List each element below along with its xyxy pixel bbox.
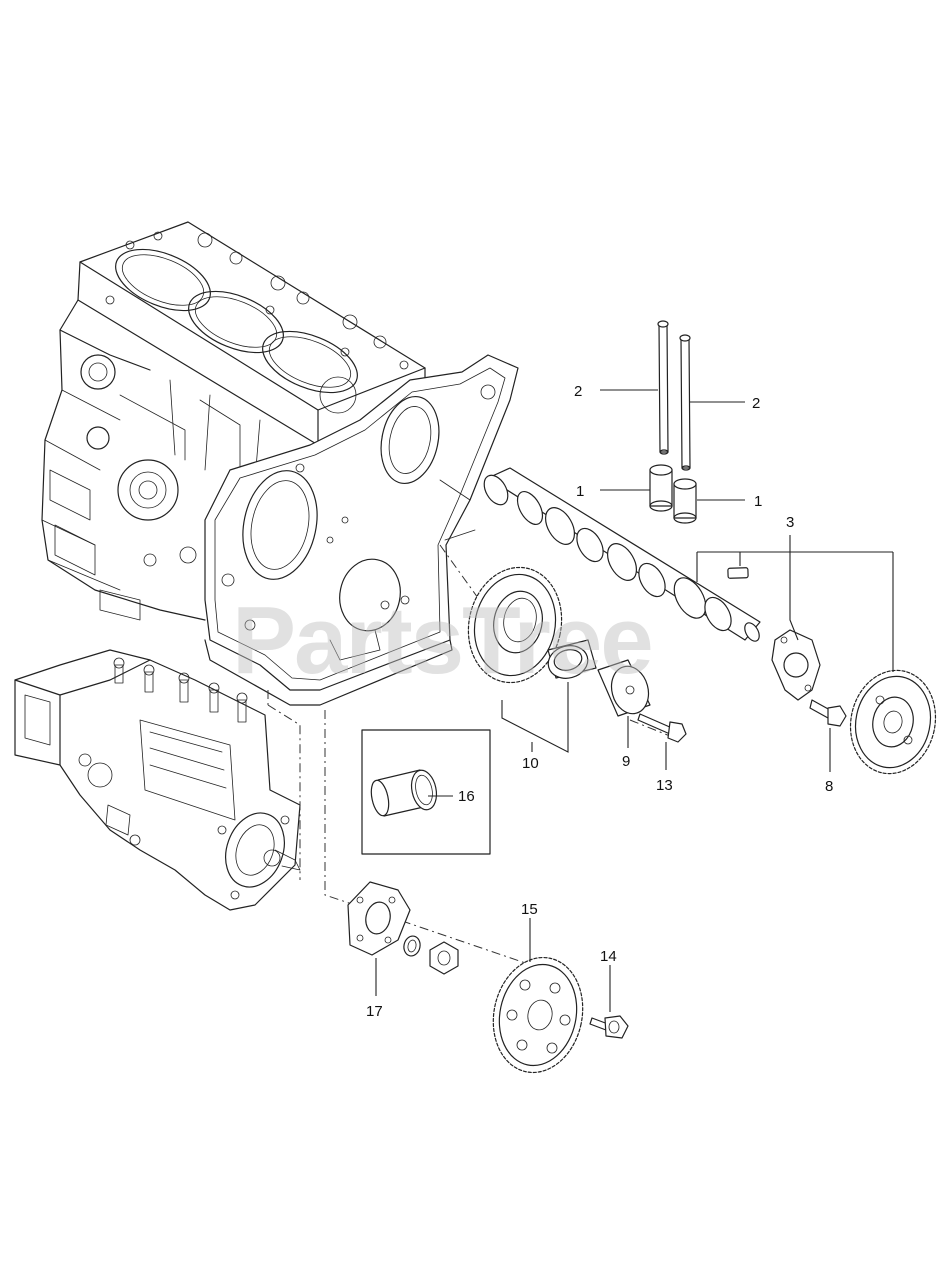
bolt-8	[809, 699, 847, 727]
callout-10: 10	[522, 755, 539, 772]
idler-gear	[467, 566, 563, 684]
bolt-13	[637, 713, 687, 743]
push-rods	[657, 320, 691, 471]
callout-16: 16	[458, 788, 475, 805]
callout-2-right: 2	[752, 395, 760, 412]
callout-8: 8	[825, 778, 833, 795]
bolt-14	[589, 1015, 629, 1039]
inset-box-bushing	[361, 729, 491, 855]
callout-labels: 2 2 1 1 3 10 9 13 8 16 15 14 17	[366, 383, 833, 1020]
callout-14: 14	[600, 948, 617, 965]
callout-3: 3	[786, 514, 794, 531]
washer-and-nut	[403, 935, 459, 975]
idler-shaft	[597, 659, 651, 717]
callout-15: 15	[521, 901, 538, 918]
engine-block	[41, 221, 519, 706]
leader-lines	[375, 389, 894, 1012]
injection-pump	[14, 649, 301, 911]
pump-flange	[347, 881, 411, 956]
thrust-plate	[771, 629, 821, 701]
idler-bushing	[547, 639, 597, 679]
callout-1-left: 1	[576, 483, 584, 500]
watermark: PartsTree	[232, 587, 652, 694]
callout-9: 9	[622, 753, 630, 770]
tappets	[649, 464, 697, 524]
callout-17: 17	[366, 1003, 383, 1020]
callout-13: 13	[656, 777, 673, 794]
callout-2-left: 2	[574, 383, 582, 400]
cam-gear	[849, 669, 937, 775]
camshaft	[483, 467, 761, 642]
callout-1-right: 1	[754, 493, 762, 510]
pump-gear	[492, 956, 584, 1074]
